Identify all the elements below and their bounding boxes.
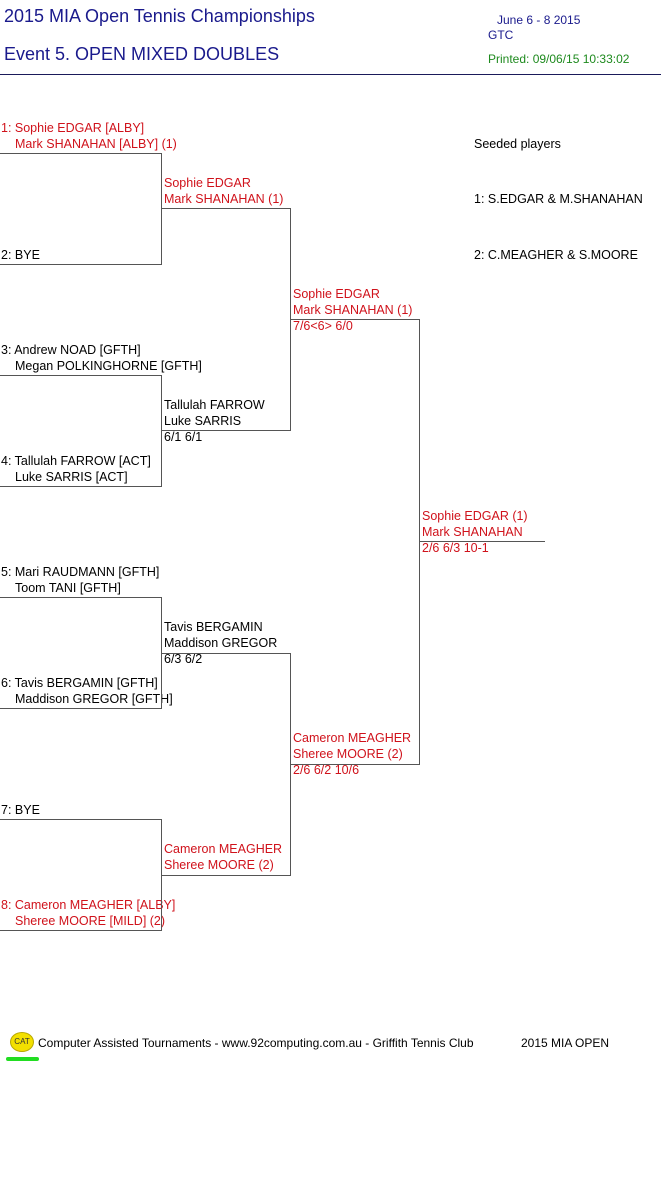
entry-player-1: 6: Tavis BERGAMIN [GFTH] (1, 676, 158, 690)
entry-player-1: Cameron MEAGHER (293, 731, 412, 745)
entry-player-2: Luke SARRIS (164, 414, 242, 428)
draw-entry: 3: Andrew NOAD [GFTH] Megan POLKINGHORNE… (1, 342, 202, 374)
printed-timestamp: Printed: 09/06/15 10:33:02 (488, 52, 630, 66)
entry-player-1: 1: Sophie EDGAR [ALBY] (1, 121, 145, 135)
bracket-line (161, 153, 162, 265)
bracket-line (0, 264, 162, 265)
tournament-title: 2015 MIA Open Tennis Championships (4, 6, 315, 26)
bracket-line (290, 764, 420, 765)
entry-player-2: Megan POLKINGHORNE [GFTH] (15, 359, 202, 373)
entry-player-2: Luke SARRIS [ACT] (15, 470, 128, 484)
draw-entry: 5: Mari RAUDMANN [GFTH] Toom TANI [GFTH] (1, 564, 159, 596)
entry-player-2: Sheree MOORE [MILD] (2) (15, 914, 166, 928)
entry-player-2: Mark SHANAHAN (1) (164, 192, 284, 206)
match-score: 6/1 6/1 (164, 430, 203, 444)
entry-player-2: Toom TANI [GFTH] (15, 581, 121, 595)
entry-player-1: Cameron MEAGHER (164, 842, 283, 856)
seed-item: 1: S.EDGAR & M.SHANAHAN (474, 192, 643, 206)
draw-entry: 1: Sophie EDGAR [ALBY] Mark SHANAHAN [AL… (1, 120, 177, 152)
entry-player-1: Sophie EDGAR (293, 287, 380, 301)
bracket-line (161, 208, 291, 209)
entry-player-1: 8: Cameron MEAGHER [ALBY] (1, 898, 176, 912)
entry-player-1: 2: BYE (1, 248, 40, 262)
cat-logo-underline (6, 1057, 39, 1061)
event-title: Event 5. OPEN MIXED DOUBLES (4, 44, 280, 64)
entry-player-2: Maddison GREGOR [GFTH] (15, 692, 173, 706)
entry-player-1: 5: Mari RAUDMANN [GFTH] (1, 565, 160, 579)
draw-entry: Cameron MEAGHER Sheree MOORE (2) 2/6 6/2… (293, 730, 411, 778)
entry-player-2: Maddison GREGOR (164, 636, 278, 650)
entry-player-1: Tavis BERGAMIN (164, 620, 263, 634)
draw-entry: Cameron MEAGHER Sheree MOORE (2) (164, 841, 282, 873)
draw-entry: 4: Tallulah FARROW [ACT] Luke SARRIS [AC… (1, 453, 151, 485)
bracket-line (290, 319, 420, 320)
draw-entry: 7: BYE (1, 802, 40, 818)
header-divider (0, 74, 661, 75)
bracket-line (419, 541, 545, 542)
match-score: 7/6<6> 6/0 (293, 319, 353, 333)
seeds-heading: Seeded players (474, 137, 561, 151)
entry-player-1: 7: BYE (1, 803, 40, 817)
bracket-line (161, 375, 162, 487)
entry-player-1: Sophie EDGAR (1) (422, 509, 528, 523)
bracket-line (0, 708, 162, 709)
tournament-dates: June 6 - 8 2015 (497, 13, 581, 27)
match-score: 6/3 6/2 (164, 652, 203, 666)
entry-player-2: Mark SHANAHAN (422, 525, 523, 539)
entry-player-2: Sheree MOORE (2) (164, 858, 274, 872)
bracket-line (161, 430, 291, 431)
match-score: 2/6 6/3 10-1 (422, 541, 489, 555)
entry-player-2: Sheree MOORE (2) (293, 747, 403, 761)
venue-code: GTC (488, 28, 514, 42)
draw-entry-champion: Sophie EDGAR (1) Mark SHANAHAN 2/6 6/3 1… (422, 508, 528, 556)
bracket-line (0, 375, 162, 376)
footer-event: 2015 MIA OPEN (521, 1036, 610, 1050)
footer-credit: Computer Assisted Tournaments - www.92co… (38, 1036, 474, 1050)
entry-player-2: Mark SHANAHAN [ALBY] (1) (15, 137, 177, 151)
bracket-line (161, 875, 291, 876)
bracket-line (419, 319, 420, 765)
entry-player-1: 3: Andrew NOAD [GFTH] (1, 343, 141, 357)
entry-player-2: Mark SHANAHAN (1) (293, 303, 413, 317)
bracket-line (0, 930, 162, 931)
draw-entry: Sophie EDGAR Mark SHANAHAN (1) (164, 175, 283, 207)
bracket-line (161, 653, 291, 654)
match-score: 2/6 6/2 10/6 (293, 763, 360, 777)
cat-logo-icon: CAT (10, 1032, 34, 1052)
entry-player-1: 4: Tallulah FARROW [ACT] (1, 454, 151, 468)
draw-entry: 6: Tavis BERGAMIN [GFTH] Maddison GREGOR… (1, 675, 173, 707)
bracket-line (0, 597, 162, 598)
draw-entry: 8: Cameron MEAGHER [ALBY] Sheree MOORE [… (1, 897, 175, 929)
bracket-line (0, 819, 162, 820)
entry-player-1: Sophie EDGAR (164, 176, 251, 190)
draw-entry: 2: BYE (1, 247, 40, 263)
bracket-line (0, 153, 162, 154)
bracket-line (0, 486, 162, 487)
draw-entry: Tallulah FARROW Luke SARRIS 6/1 6/1 (164, 397, 265, 445)
draw-entry: Sophie EDGAR Mark SHANAHAN (1) 7/6<6> 6/… (293, 286, 412, 334)
draw-entry: Tavis BERGAMIN Maddison GREGOR 6/3 6/2 (164, 619, 277, 667)
seed-item: 2: C.MEAGHER & S.MOORE (474, 248, 638, 262)
entry-player-1: Tallulah FARROW (164, 398, 265, 412)
